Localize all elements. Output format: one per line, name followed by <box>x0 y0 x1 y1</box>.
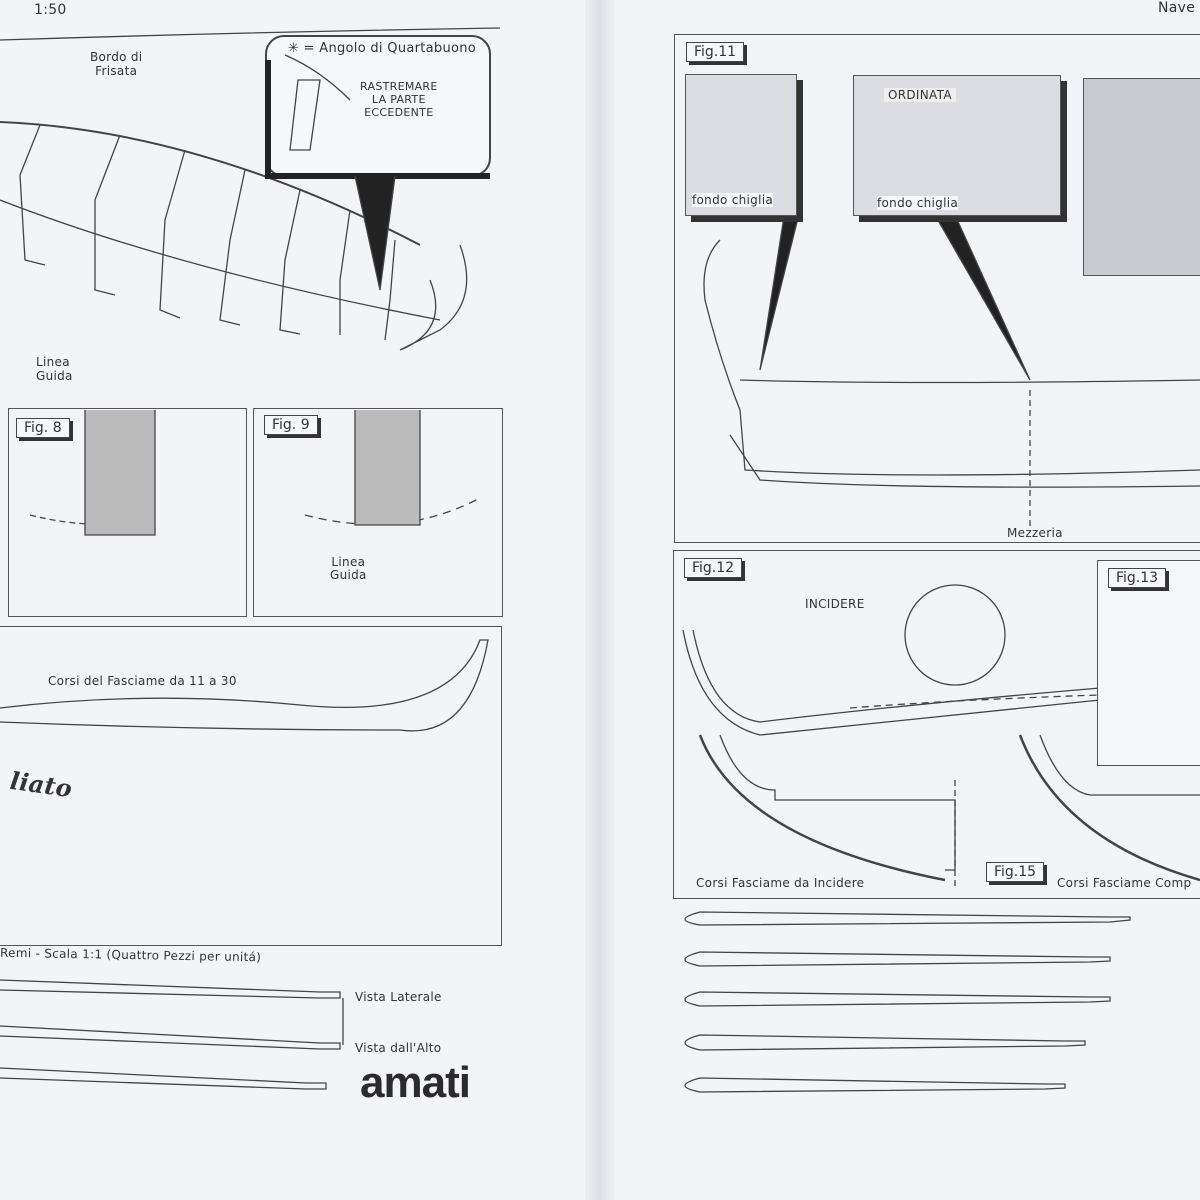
fig15-label: Fig.15 <box>986 862 1045 882</box>
fig11-panel <box>674 34 1200 543</box>
ship-frames-line <box>739 379 1200 384</box>
linea-text: Linea <box>36 355 70 369</box>
header-rule <box>0 27 501 41</box>
fig13-label: Fig.13 <box>1108 568 1167 588</box>
hull-section-12 <box>698 734 946 882</box>
corsi-caption: Corsi del Fasciame da 11 a 30 <box>48 674 237 688</box>
frisata-text: Frisata <box>95 64 138 78</box>
fig9-label: Fig. 9 <box>264 415 318 435</box>
hull-stern <box>399 244 468 351</box>
hull-gunwale <box>0 121 421 246</box>
inset-curve <box>284 54 351 101</box>
fondo-chiglia-label-2: fondo chiglia <box>877 196 959 210</box>
ordinata-label: ORDINATA <box>884 88 956 102</box>
scale-header: 1:50 <box>34 2 67 18</box>
fig11-label: Fig.11 <box>686 42 745 62</box>
fondo-chiglia-label-1: fondo chiglia <box>692 193 774 207</box>
hull-frames <box>19 124 396 341</box>
fig12-panel <box>673 550 1200 899</box>
note-line-1: RASTREMARE <box>360 80 438 93</box>
bordo-text: Bordo di <box>90 50 143 64</box>
hull-section-15 <box>1018 734 1200 882</box>
hull-keel <box>0 199 441 321</box>
fig12-label: Fig.12 <box>684 558 743 578</box>
view-side-label: Vista Laterale <box>355 990 442 1004</box>
plank-incidere <box>682 629 1101 736</box>
linea-text: Linea <box>331 555 366 569</box>
fig8-label: Fig. 8 <box>16 418 70 438</box>
guida-text: Guida <box>36 369 73 383</box>
oars-left <box>0 979 344 1090</box>
oars-right <box>684 911 1131 1093</box>
corsi-panel <box>0 626 502 946</box>
header-title: Nave <box>1158 0 1196 16</box>
fig11-detail-1 <box>685 74 797 216</box>
incidere-label: INCIDERE <box>805 597 865 611</box>
fig13-panel <box>1097 560 1200 766</box>
guida-text: Guida <box>330 568 367 582</box>
page-spine <box>585 0 615 1200</box>
fig12-caption: Corsi Fasciame da Incidere <box>696 876 865 890</box>
fig15-caption: Corsi Fasciame Comp <box>1057 876 1192 890</box>
note-line-2: LA PARTE <box>371 93 426 106</box>
note-line-3: ECCEDENTE <box>364 106 434 119</box>
view-top-label: Vista dall'Alto <box>355 1041 442 1055</box>
ship-profile <box>703 239 1200 476</box>
amati-logo: amati <box>360 1058 471 1107</box>
fig11-detail-3 <box>1083 78 1200 276</box>
mezzeria-label: Mezzeria <box>1007 526 1063 540</box>
fig9-panel <box>253 408 503 617</box>
inset-legend: ✳ = Angolo di Quartabuono <box>288 41 477 56</box>
plank-strip <box>0 639 489 732</box>
fig8-panel <box>8 408 247 617</box>
